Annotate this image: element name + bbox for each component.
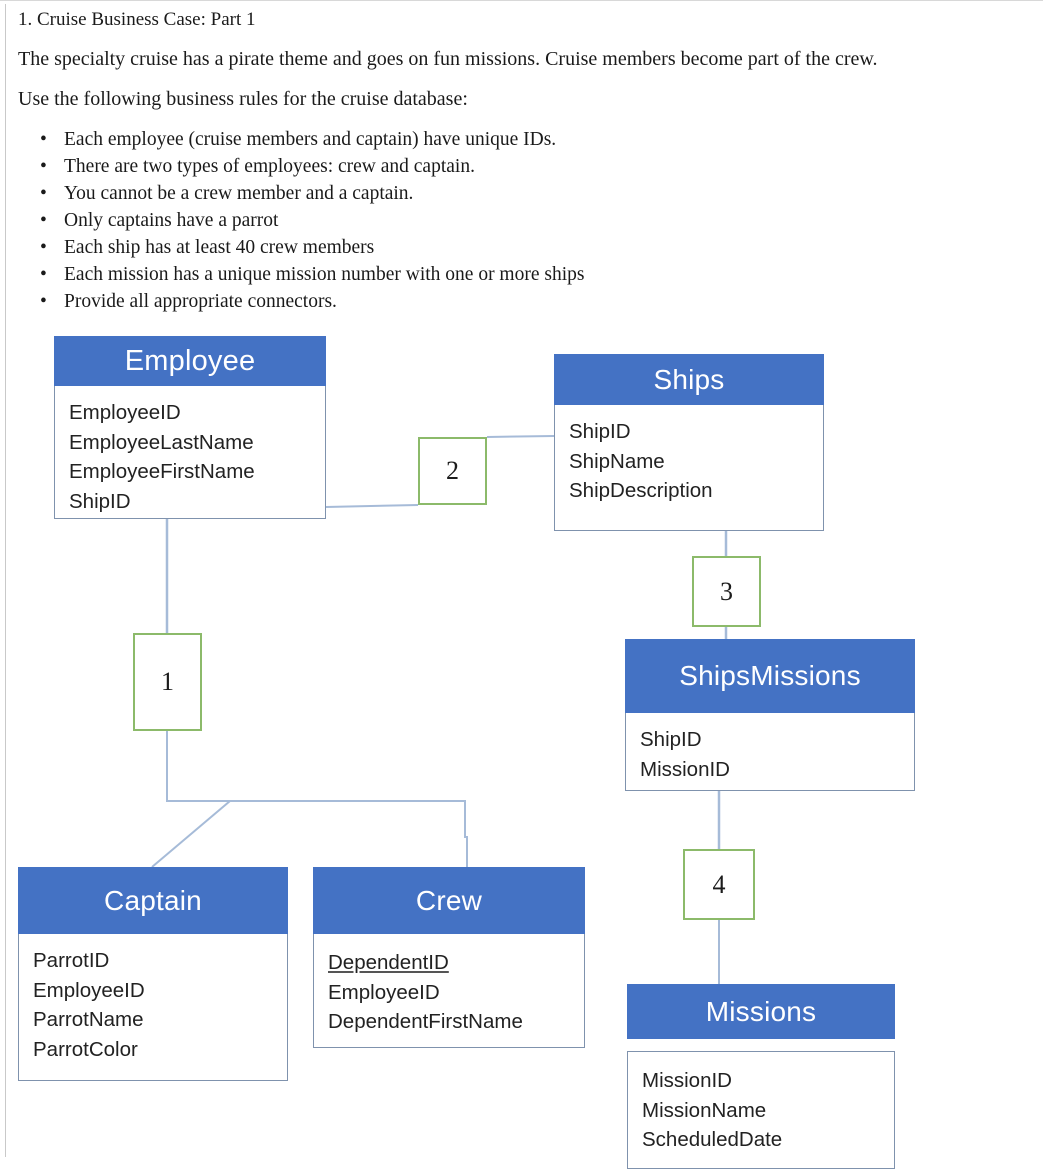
business-rules-list: • Each employee (cruise members and capta… xyxy=(18,126,1023,315)
attribute: ParrotName xyxy=(33,1008,144,1031)
entity-attributes-employee: EmployeeID EmployeeLastName EmployeeFirs… xyxy=(54,386,326,519)
connector-ships-left xyxy=(486,435,555,438)
attribute: EmployeeFirstName xyxy=(69,460,255,483)
list-item: • You cannot be a crew member and a capta… xyxy=(40,180,1023,207)
entity-attributes-missions: MissionID MissionName ScheduledDate xyxy=(627,1051,895,1169)
attribute: ShipID xyxy=(640,728,702,751)
list-item: • Only captains have a parrot xyxy=(40,207,1023,234)
entity-header-employee: Employee xyxy=(54,336,326,386)
attribute: ScheduledDate xyxy=(642,1128,783,1151)
entity-ships[interactable]: Ships ShipID ShipName ShipDescription xyxy=(554,354,824,531)
attribute: EmployeeID xyxy=(33,978,145,1002)
instruction-paragraph: Use the following business rules for the… xyxy=(18,88,468,110)
bullet-icon: • xyxy=(40,237,47,258)
attribute: ShipID xyxy=(569,420,631,443)
entity-attributes-shipsmissions: ShipID MissionID xyxy=(625,713,915,791)
attribute: DependentFirstName xyxy=(328,1010,523,1033)
page-left-rule xyxy=(5,4,6,1157)
attribute: ParrotID xyxy=(33,949,110,972)
rule-text: Each mission has a unique mission number… xyxy=(64,264,585,285)
connector-employee-ships-lower xyxy=(325,504,419,508)
bullet-icon: • xyxy=(40,156,47,177)
entity-attributes-crew: DependentID EmployeeID DependentFirstNam… xyxy=(313,934,585,1048)
connector-crew xyxy=(166,731,468,867)
attribute: ParrotColor xyxy=(33,1037,138,1061)
attribute: DependentID xyxy=(328,951,449,974)
attribute: ShipID xyxy=(69,489,131,513)
attribute: EmployeeID xyxy=(69,401,181,424)
list-item: • Each mission has a unique mission numbe… xyxy=(40,261,1023,288)
connector-captain xyxy=(151,800,231,868)
attribute: ShipDescription xyxy=(569,479,713,502)
entity-attributes-captain: ParrotID EmployeeID ParrotName ParrotCol… xyxy=(18,934,288,1081)
attribute: MissionID xyxy=(642,1069,732,1092)
question-text-block: 1. Cruise Business Case: Part 1 The spec… xyxy=(18,7,1023,315)
bullet-icon: • xyxy=(40,291,47,312)
entity-header-missions: Missions xyxy=(627,984,895,1039)
intro-paragraph: The specialty cruise has a pirate theme … xyxy=(18,48,878,70)
list-item: • Each ship has at least 40 crew members xyxy=(40,234,1023,261)
rule-text: Each employee (cruise members and captai… xyxy=(64,129,557,150)
list-item: • Provide all appropriate connectors. xyxy=(40,288,1023,315)
rule-text: Only captains have a parrot xyxy=(64,210,279,231)
entity-header-captain: Captain xyxy=(18,867,288,934)
rule-text: Each ship has at least 40 crew members xyxy=(64,237,375,258)
entity-missions[interactable]: Missions MissionID MissionName Scheduled… xyxy=(627,984,895,1169)
connector-label-4[interactable]: 4 xyxy=(683,849,755,920)
attribute: MissionName xyxy=(642,1098,767,1122)
entity-crew[interactable]: Crew DependentID EmployeeID DependentFir… xyxy=(313,867,585,1048)
entity-header-crew: Crew xyxy=(313,867,585,934)
bullet-icon: • xyxy=(40,210,47,231)
bullet-icon: • xyxy=(40,183,47,204)
entity-employee[interactable]: Employee EmployeeID EmployeeLastName Emp… xyxy=(54,336,326,519)
connector-label-2[interactable]: 2 xyxy=(418,437,487,505)
question-title: 1. Cruise Business Case: Part 1 xyxy=(18,9,256,30)
rule-text: Provide all appropriate connectors. xyxy=(64,291,337,312)
list-item: • Each employee (cruise members and capta… xyxy=(40,126,1023,153)
bullet-icon: • xyxy=(40,264,47,285)
rule-text: You cannot be a crew member and a captai… xyxy=(64,183,414,204)
connector-label-1[interactable]: 1 xyxy=(133,633,202,731)
attribute: EmployeeID xyxy=(328,980,440,1004)
list-item: • There are two types of employees: crew … xyxy=(40,153,1023,180)
connector-label-3[interactable]: 3 xyxy=(692,556,761,627)
entity-header-shipsmissions: ShipsMissions xyxy=(625,639,915,713)
attribute: EmployeeLastName xyxy=(69,430,254,454)
entity-captain[interactable]: Captain ParrotID EmployeeID ParrotName P… xyxy=(18,867,288,1081)
attribute: MissionID xyxy=(640,757,730,781)
entity-attributes-ships: ShipID ShipName ShipDescription xyxy=(554,405,824,531)
rule-text: There are two types of employees: crew a… xyxy=(64,156,475,177)
attribute: ShipName xyxy=(569,449,665,473)
entity-header-ships: Ships xyxy=(554,354,824,405)
entity-shipsmissions[interactable]: ShipsMissions ShipID MissionID xyxy=(625,639,915,791)
bullet-icon: • xyxy=(40,129,47,150)
